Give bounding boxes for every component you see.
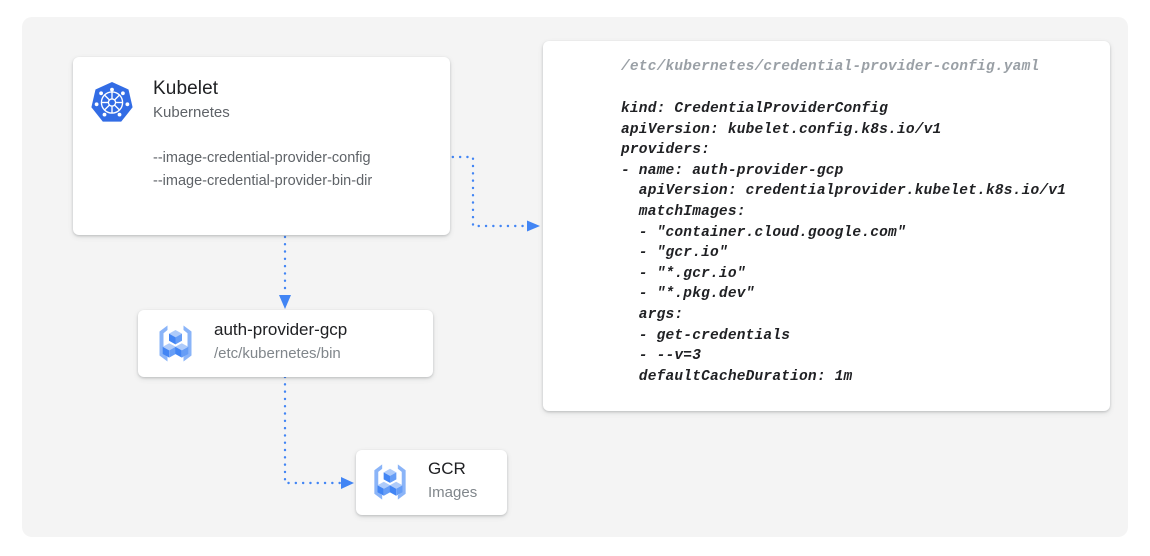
kubelet-flag-bin-dir: --image-credential-provider-bin-dir — [153, 173, 373, 189]
container-registry-icon — [368, 460, 412, 504]
kubelet-flag-config: --image-credential-provider-config — [153, 150, 371, 166]
gcr-card[interactable]: GCR Images — [356, 450, 507, 515]
cube-bottom-right — [389, 481, 403, 496]
kubelet-card[interactable]: Kubelet Kubernetes --image-credential-pr… — [73, 57, 450, 235]
gcr-title: GCR — [428, 459, 466, 478]
yaml-content: kind: CredentialProviderConfig apiVersio… — [621, 101, 1067, 385]
container-registry-icon — [153, 321, 198, 366]
yaml-filepath: /etc/kubernetes/credential-provider-conf… — [621, 59, 1040, 75]
yaml-config-card[interactable]: /etc/kubernetes/credential-provider-conf… — [543, 41, 1110, 411]
kubelet-flags: --image-credential-provider-config --ima… — [153, 147, 372, 193]
auth-provider-card[interactable]: auth-provider-gcp /etc/kubernetes/bin — [138, 310, 433, 377]
cube-top — [383, 468, 397, 483]
kubernetes-icon — [89, 80, 135, 126]
gcr-subtitle: Images — [428, 484, 478, 501]
kubelet-title: Kubelet — [153, 78, 219, 99]
cube-bottom-left — [377, 481, 391, 496]
kubelet-subtitle: Kubernetes — [153, 104, 230, 121]
auth-provider-title: auth-provider-gcp — [214, 320, 348, 339]
auth-provider-subtitle: /etc/kubernetes/bin — [214, 345, 341, 362]
cube-top — [169, 330, 182, 345]
